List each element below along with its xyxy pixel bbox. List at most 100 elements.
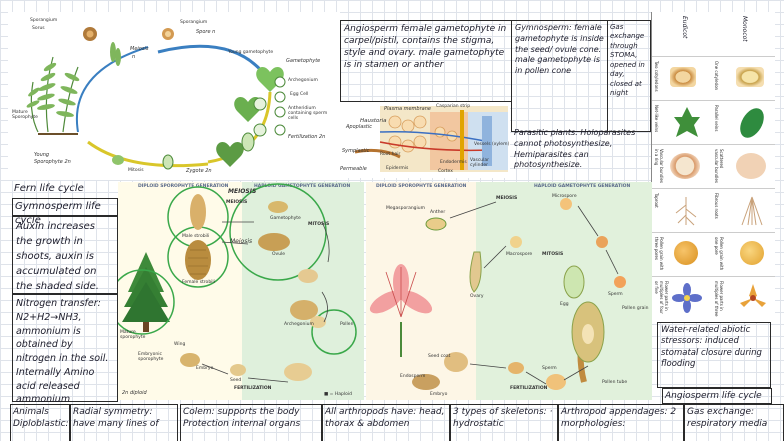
angiosperm-life-cycle-diagram: DIPLOID SPOROPHYTE GENERATION HAPLOID GA… xyxy=(366,182,652,400)
gymno-seed: Seed xyxy=(230,378,242,383)
label-sporangium-2: Sporangium xyxy=(180,20,208,25)
angio-embryo: Embryo xyxy=(430,392,448,397)
gymno-meiosis-note: Meiosis xyxy=(230,238,253,245)
bottom-note-radial-text: Radial symmetry: have many lines of xyxy=(73,407,159,430)
angio-egg: Egg xyxy=(560,302,569,307)
label-apoplastic: Apoplastic xyxy=(346,124,372,130)
eudicot-note-vascular: Vascular bundles in a ring xyxy=(654,149,664,183)
label-fertilization: Fertilization 2n xyxy=(288,134,326,140)
angiosperm-life-cycle-title-box: Angiosperm life cycle xyxy=(662,388,772,404)
gas-exchange-stoma-note: Gas exchange through STOMA, opened in da… xyxy=(607,20,651,132)
gymno-diploid-heading: DIPLOID SPOROPHYTE GENERATION xyxy=(138,184,229,189)
gymno-mitosis-label: MITOSIS xyxy=(308,222,330,227)
label-cortex: Cortex xyxy=(438,169,453,174)
angio-fertilization: FERTILIZATION xyxy=(510,386,548,391)
angio-anther: Anther xyxy=(430,210,446,215)
comparison-row-seed: Two cotyledons One cotyledon xyxy=(652,56,775,100)
comparison-row-root: Taproot Fibrous roots xyxy=(652,188,775,232)
label-xylem: Vessels (xylem) xyxy=(474,142,510,147)
angio-sperm: Sperm xyxy=(608,292,623,297)
gymnosperm-title-box: Gymnosperm life cycle xyxy=(12,198,118,226)
label-archegonium: Archegonium xyxy=(288,78,318,83)
gymno-diploid-note: 2n diploid xyxy=(122,390,147,396)
label-meiosis: Meiosis xyxy=(130,46,149,52)
monocot-note-pollen: Pollen grain with one pore xyxy=(714,237,724,271)
eudicot-note-seed: Two cotyledons xyxy=(654,61,659,92)
monocot-note-vascular: Scattered vascular bundles xyxy=(714,149,724,183)
gymno-haploid-heading: HAPLOID GAMETOPHYTE GENERATION xyxy=(254,184,351,189)
gymno-key: ■ = Haploid xyxy=(324,392,352,397)
bottom-note-skeletons: 3 types of skeletons: · hydrostatic xyxy=(450,404,558,441)
label-spore: Spore n xyxy=(196,29,216,35)
label-plasma-membrane: Plasma membrane xyxy=(384,106,431,112)
angiosperm-gametophyte-text: Angiosperm female gametophyte in carpel/… xyxy=(344,24,507,71)
gymno-ovule: Ovule xyxy=(272,252,286,257)
nitrogen-note-text: Nitrogen transfer: N2+H2→NH3, ammonium i… xyxy=(16,298,109,406)
label-egg-cell: Egg Cell xyxy=(290,92,309,97)
bottom-note-coelom: Colem: supports the body Protection inte… xyxy=(180,404,322,441)
label-haustoria: Haustoria xyxy=(360,118,387,124)
label-mature-sporophyte: Mature Sporophyte xyxy=(12,110,38,120)
label-zygote: Zygote 2n xyxy=(186,168,212,174)
bottom-notes-row: Animals Diploblastic: Radial symmetry: h… xyxy=(10,404,784,441)
root-cross-section-diagram: Haustoria Plasma membrane Casparian stri… xyxy=(340,102,510,178)
gymno-embryo: Embryo xyxy=(196,366,214,371)
angio-pollen-grain: Pollen grain xyxy=(622,306,649,311)
gymnosperm-gametophyte-text: Gymnosperm: female gametophyte is inside… xyxy=(515,23,604,76)
gymno-fertilization: FERTILIZATION xyxy=(234,386,272,391)
bottom-note-appendages: Arthropod appendages: 2 morphologies: xyxy=(558,404,684,441)
bottom-note-gas-exchange: Gas exchange: respiratory media xyxy=(684,404,784,441)
monocot-note-leaf: Parallel veins xyxy=(714,105,719,132)
eudicot-monocot-comparison: Eudicot Monocot Two cotyledons One cotyl… xyxy=(651,12,775,322)
eudicot-note-leaf: Net-like veins xyxy=(654,105,659,133)
angiosperm-life-cycle-title: Angiosperm life cycle xyxy=(665,391,762,401)
eudicot-header: Eudicot xyxy=(681,16,689,39)
nitrogen-note-box: Nitrogen transfer: N2+H2→NH3, ammonium i… xyxy=(12,294,118,405)
angio-ovary: Ovary xyxy=(470,294,484,299)
gymnosperm-life-cycle-title: Gymnosperm life cycle xyxy=(15,201,101,226)
label-young-gametophyte: Young gametophyte xyxy=(228,50,274,55)
gas-exchange-stoma-text: Gas exchange through STOMA, opened in da… xyxy=(610,23,645,98)
label-sporangium: Sporangium xyxy=(30,18,58,23)
gymno-pollen: Pollen xyxy=(340,322,354,327)
bottom-note-appendages-text: Arthropod appendages: 2 morphologies: xyxy=(561,407,677,430)
monocot-note-flower: Flower parts in multiples of three xyxy=(714,281,724,317)
monocot-note-root: Fibrous roots xyxy=(714,193,719,219)
gymno-gametophyte: Gametophyte xyxy=(270,216,301,221)
angio-endosperm: Endosperm xyxy=(400,374,426,379)
gymno-female-strobili: Female strobili xyxy=(182,280,215,285)
gymno-mature-sporophyte: Mature sporophyte xyxy=(120,330,146,340)
label-root-hair: Root hair xyxy=(380,152,401,157)
auxin-note-box: Auxin increases the growth in shoots, au… xyxy=(12,216,118,294)
label-young-sporophyte: Young Sporophyte 2n xyxy=(34,152,71,165)
angio-haploid-heading: HAPLOID GAMETOPHYTE GENERATION xyxy=(534,184,631,189)
gymno-meiosis-label-2: MEIOSIS xyxy=(226,200,248,205)
bottom-note-animals-text: Animals Diploblastic: xyxy=(13,407,69,430)
gymno-archegonium: Archegonium xyxy=(284,322,314,327)
label-gametophyte: Gametophyte xyxy=(286,58,321,64)
eudicot-note-root: Taproot xyxy=(654,193,659,208)
label-antheridium: Antheridium containing sperm cells xyxy=(288,106,328,121)
label-endodermis: Endodermis xyxy=(440,160,467,165)
label-mitosis: Mitosis xyxy=(128,168,144,173)
bottom-note-arthropods-text: All arthropods have: head, thorax & abdo… xyxy=(325,407,445,430)
angio-megasporangium: Megasporangium xyxy=(386,206,426,211)
comparison-row-flower: Flower parts in multiples of four or fiv… xyxy=(652,276,775,320)
bottom-note-coelom-text: Colem: supports the body Protection inte… xyxy=(183,407,301,430)
label-sorus: Sorus xyxy=(32,26,45,31)
angio-meiosis: MEIOSIS xyxy=(496,196,518,201)
monocot-header: Monocot xyxy=(741,16,749,42)
auxin-note-text: Auxin increases the growth in shoots, au… xyxy=(16,221,99,292)
gymnosperm-life-cycle-diagram: DIPLOID SPOROPHYTE GENERATION HAPLOID GA… xyxy=(118,182,364,400)
angio-diploid-heading: DIPLOID SPOROPHYTE GENERATION xyxy=(376,184,467,189)
eudicot-note-pollen: Pollen grain with three pores xyxy=(654,237,664,271)
label-symplastic: Symplastic xyxy=(342,148,370,154)
water-stress-note-box: Water-related abiotic stressors: induced… xyxy=(657,322,771,388)
comparison-row-leaf: Net-like veins Parallel veins xyxy=(652,100,775,144)
angio-microspore: Microspore xyxy=(552,194,577,199)
angio-seed-coat: Seed coat xyxy=(428,354,451,359)
label-epidermis: Epidermis xyxy=(386,166,409,171)
monocot-note-seed: One cotyledon xyxy=(714,61,719,91)
eudicot-note-flower: Flower parts in multiples of four or fiv… xyxy=(654,281,669,314)
comparison-row-pollen: Pollen grain with three pores Pollen gra… xyxy=(652,232,775,276)
